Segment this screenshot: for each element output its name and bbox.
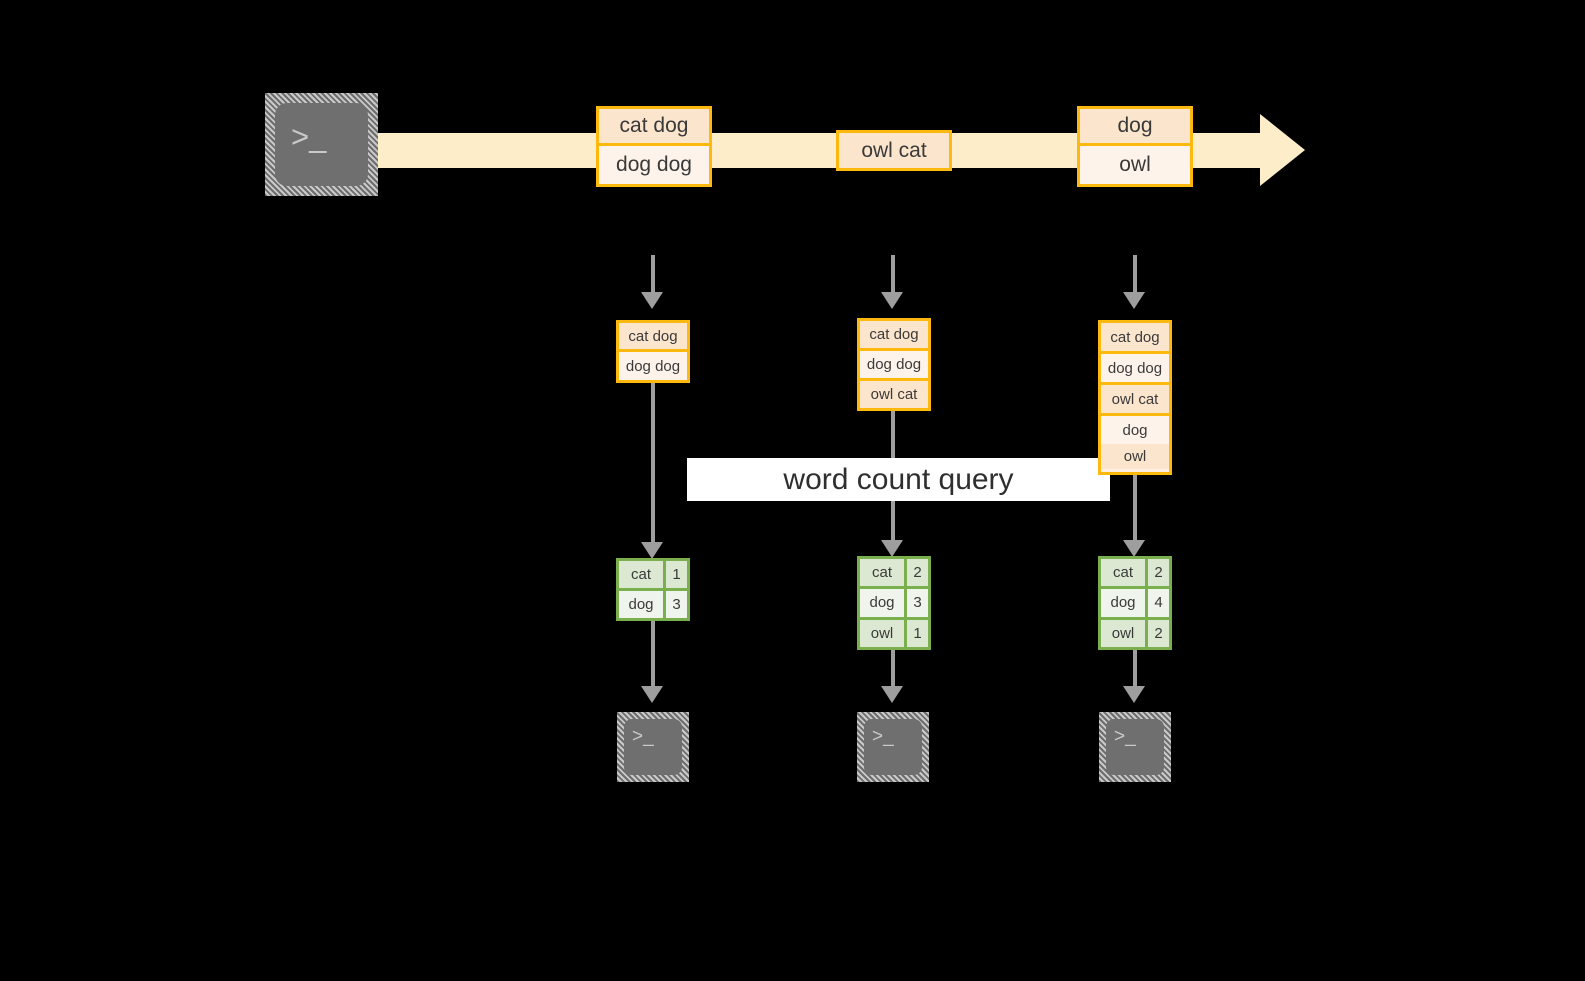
stream-event-line: dog (1080, 109, 1190, 146)
snapshot-input-line: cat dog (1101, 323, 1169, 354)
snapshot-1-query-connector (651, 383, 655, 547)
snapshot-2-output-arrowhead (881, 686, 903, 703)
snapshot-1-input-stack: cat dog dog dog (616, 320, 690, 383)
stream-event-group-3: dog owl (1077, 106, 1193, 187)
terminal-prompt-icon: >_ (291, 119, 327, 154)
snapshot-3-output-connector (1133, 650, 1137, 692)
result-count: 2 (1148, 619, 1169, 647)
snapshot-1-dashed-arrowhead (641, 292, 663, 309)
word-count-query-label: word count query (687, 458, 1110, 501)
table-row: dog 3 (860, 589, 928, 620)
result-word: dog (1101, 589, 1148, 617)
snapshot-3-dashed-arrowhead (1123, 292, 1145, 309)
snapshot-input-line: dog dog (619, 352, 687, 380)
result-word: owl (1101, 619, 1148, 647)
snapshot-2-input-stack: cat dog dog dog owl cat (857, 318, 931, 411)
snapshot-input-line: owl cat (860, 381, 928, 408)
snapshot-3-input-stack-overlay: owl (1098, 444, 1172, 475)
snapshot-1-consumer-terminal-icon: >_ (617, 712, 689, 782)
result-count: 3 (666, 591, 687, 618)
stream-event-line: cat dog (599, 109, 709, 146)
table-row: owl 2 (1101, 619, 1169, 647)
snapshot-2-result-table: cat 2 dog 3 owl 1 (857, 556, 931, 650)
terminal-prompt-icon: >_ (872, 726, 894, 747)
table-row: cat 2 (860, 559, 928, 590)
table-row: cat 2 (1101, 559, 1169, 590)
result-word: cat (1101, 559, 1148, 587)
snapshot-input-line: owl cat (1101, 385, 1169, 416)
result-count: 2 (907, 559, 928, 587)
stream-event-line: owl (1080, 146, 1190, 184)
consumer-terminal-body: >_ (624, 719, 682, 775)
snapshot-input-line: dog dog (1101, 354, 1169, 385)
result-count: 1 (907, 619, 928, 647)
result-count: 2 (1148, 559, 1169, 587)
result-count: 4 (1148, 589, 1169, 617)
snapshot-3-query-connector (1133, 475, 1137, 545)
table-row: dog 3 (619, 591, 687, 618)
stream-event-group-2: owl cat (836, 130, 952, 171)
snapshot-1-query-arrowhead (641, 542, 663, 559)
snapshot-input-line: cat dog (619, 323, 687, 352)
snapshot-input-line: owl (1101, 444, 1169, 469)
producer-terminal-body: >_ (275, 103, 368, 186)
snapshot-1-output-connector (651, 621, 655, 691)
result-word: dog (619, 591, 666, 618)
result-count: 1 (666, 561, 687, 588)
snapshot-2-dashed-connector (891, 255, 895, 292)
snapshot-3-consumer-terminal-icon: >_ (1099, 712, 1171, 782)
result-word: cat (860, 559, 907, 587)
table-row: cat 1 (619, 561, 687, 591)
snapshot-3-dashed-connector (1133, 255, 1137, 292)
result-word: dog (860, 589, 907, 617)
stream-event-group-1: cat dog dog dog (596, 106, 712, 187)
result-word: cat (619, 561, 666, 588)
producer-terminal-icon: >_ (265, 93, 378, 196)
snapshot-3-query-arrowhead (1123, 540, 1145, 557)
snapshot-1-dashed-connector (651, 255, 655, 292)
snapshot-input-line: dog dog (860, 351, 928, 381)
table-row: dog 4 (1101, 589, 1169, 620)
snapshot-2-consumer-terminal-icon: >_ (857, 712, 929, 782)
snapshot-2-query-arrowhead (881, 540, 903, 557)
result-word: owl (860, 619, 907, 647)
stream-event-line: dog dog (599, 146, 709, 184)
snapshot-3-result-table: cat 2 dog 4 owl 2 (1098, 556, 1172, 650)
snapshot-2-output-connector (891, 650, 895, 692)
snapshot-3-output-arrowhead (1123, 686, 1145, 703)
terminal-prompt-icon: >_ (632, 726, 654, 747)
snapshot-1-result-table: cat 1 dog 3 (616, 558, 690, 621)
stream-timeline-arrowhead (1260, 114, 1305, 186)
snapshot-1-output-arrowhead (641, 686, 663, 703)
result-count: 3 (907, 589, 928, 617)
snapshot-2-dashed-arrowhead (881, 292, 903, 309)
consumer-terminal-body: >_ (1106, 719, 1164, 775)
snapshot-input-line: dog (1101, 416, 1169, 447)
snapshot-input-line: cat dog (860, 321, 928, 351)
stream-event-line: owl cat (839, 133, 949, 168)
consumer-terminal-body: >_ (864, 719, 922, 775)
terminal-prompt-icon: >_ (1114, 726, 1136, 747)
table-row: owl 1 (860, 619, 928, 647)
